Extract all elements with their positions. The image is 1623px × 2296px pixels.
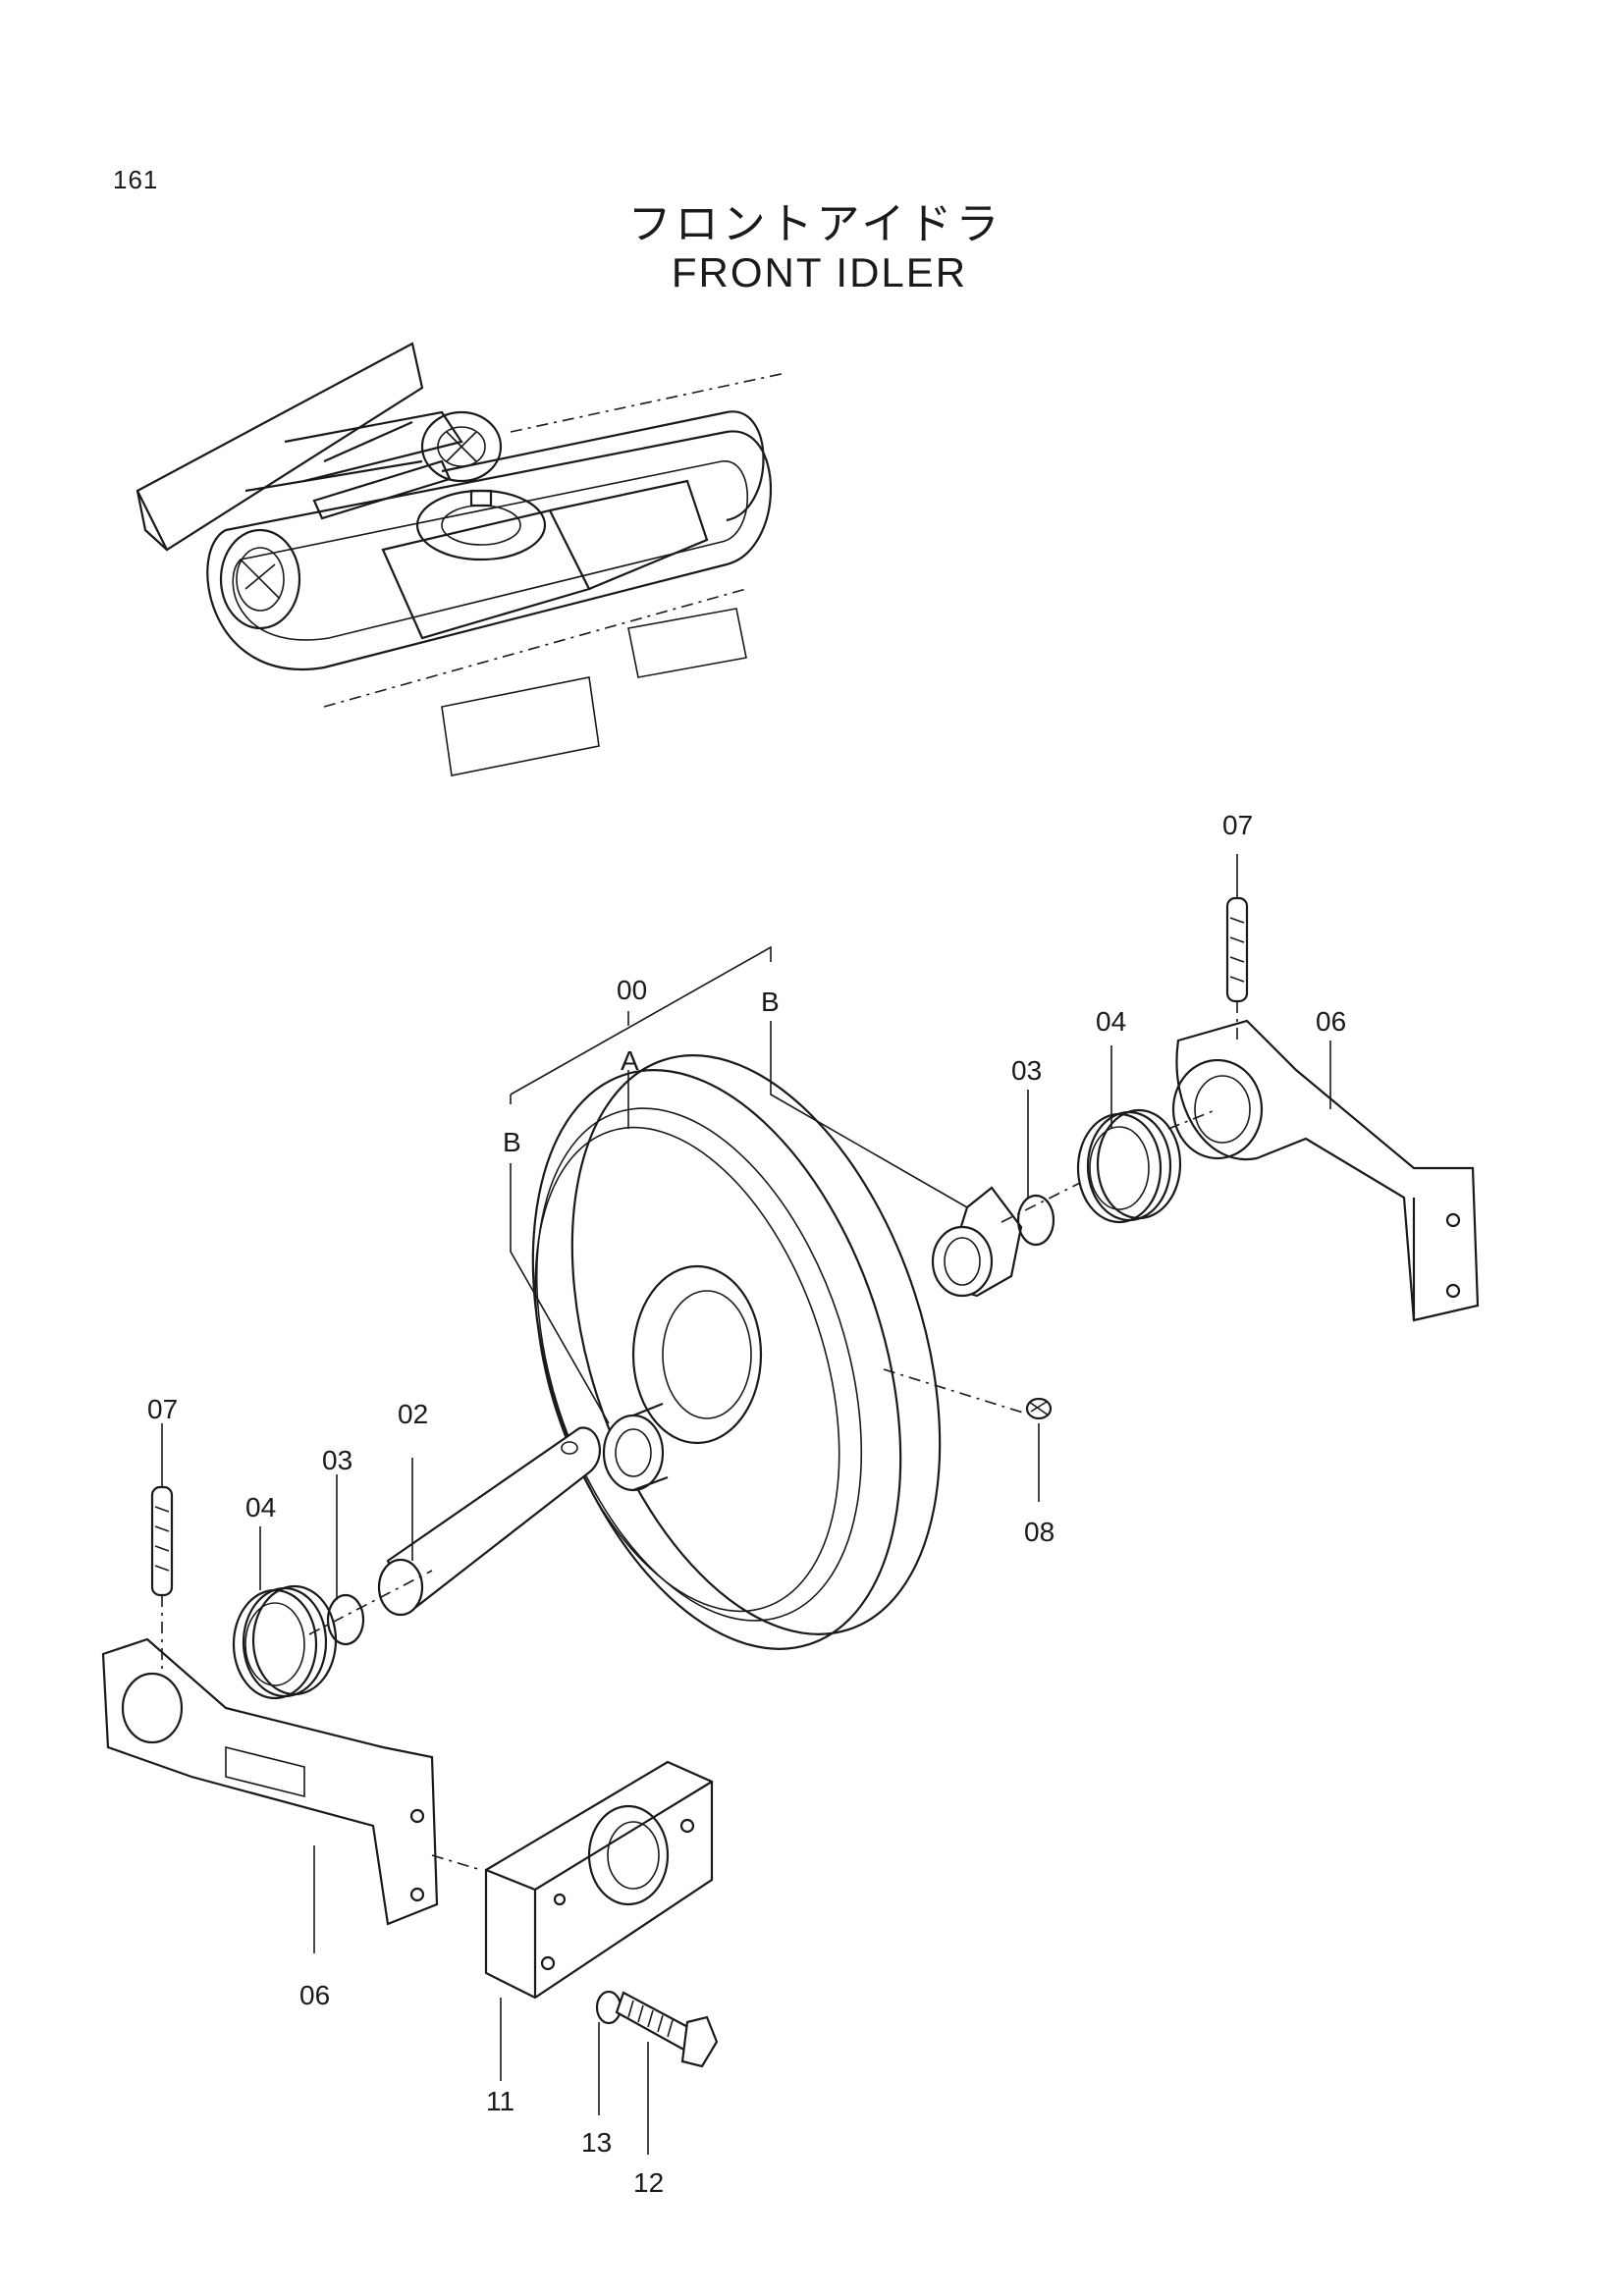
ring-right xyxy=(1016,1194,1055,1247)
machine-overview-sketch xyxy=(135,342,786,776)
callout-03-right: 03 xyxy=(1011,1055,1042,1086)
callout-08: 08 xyxy=(1024,1517,1055,1547)
callouts: 00 A B B 02 03 03 04 04 06 06 07 07 08 1… xyxy=(147,810,1346,2198)
callout-02: 02 xyxy=(398,1399,428,1429)
seal-right xyxy=(1076,1108,1182,1224)
callout-07-right: 07 xyxy=(1222,810,1253,840)
callout-12: 12 xyxy=(633,2167,664,2198)
idler-wheel xyxy=(531,1054,942,1650)
callout-B-left: B xyxy=(503,1127,521,1157)
callout-07-left: 07 xyxy=(147,1394,178,1424)
seal-left xyxy=(232,1584,338,1700)
callout-A: A xyxy=(621,1045,639,1076)
callout-06-left: 06 xyxy=(299,1980,330,2010)
callout-04-left: 04 xyxy=(245,1492,276,1522)
callout-04-right: 04 xyxy=(1096,1006,1126,1037)
bolt xyxy=(615,1991,719,2068)
shaft xyxy=(377,1426,601,1617)
pin-right xyxy=(1225,896,1249,1003)
callout-13: 13 xyxy=(581,2127,612,2158)
callout-06-right: 06 xyxy=(1316,1006,1346,1037)
bushing-right xyxy=(931,1186,1023,1298)
leader-lines xyxy=(161,854,1331,2155)
callout-11: 11 xyxy=(486,2086,514,2116)
mounting-block xyxy=(484,1760,714,2000)
title-japanese: フロントアイドラ xyxy=(627,199,1003,249)
pin-left xyxy=(150,1485,174,1597)
callout-00: 00 xyxy=(617,975,647,1005)
callout-B-top: B xyxy=(761,987,780,1017)
page-number: 161 xyxy=(113,165,159,194)
plug xyxy=(1025,1397,1053,1420)
callout-03-left: 03 xyxy=(322,1445,352,1475)
bracket-right xyxy=(1171,1019,1480,1322)
washer xyxy=(595,1990,622,2025)
bracket-left xyxy=(101,1637,439,1926)
title-english: FRONT IDLER xyxy=(671,249,968,295)
ring-left xyxy=(326,1593,365,1646)
